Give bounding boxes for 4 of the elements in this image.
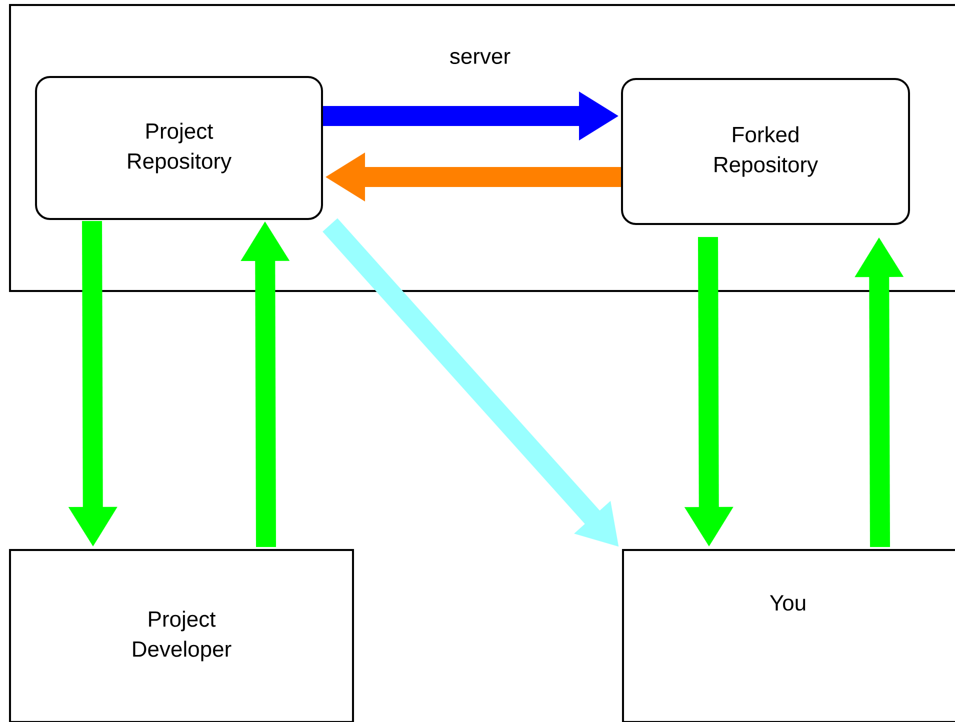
repository-box: Forked Repository: [621, 78, 910, 225]
person-box: You: [622, 548, 955, 722]
person-box: Project Developer: [9, 548, 354, 722]
repository-box: Project Repository: [35, 76, 323, 220]
